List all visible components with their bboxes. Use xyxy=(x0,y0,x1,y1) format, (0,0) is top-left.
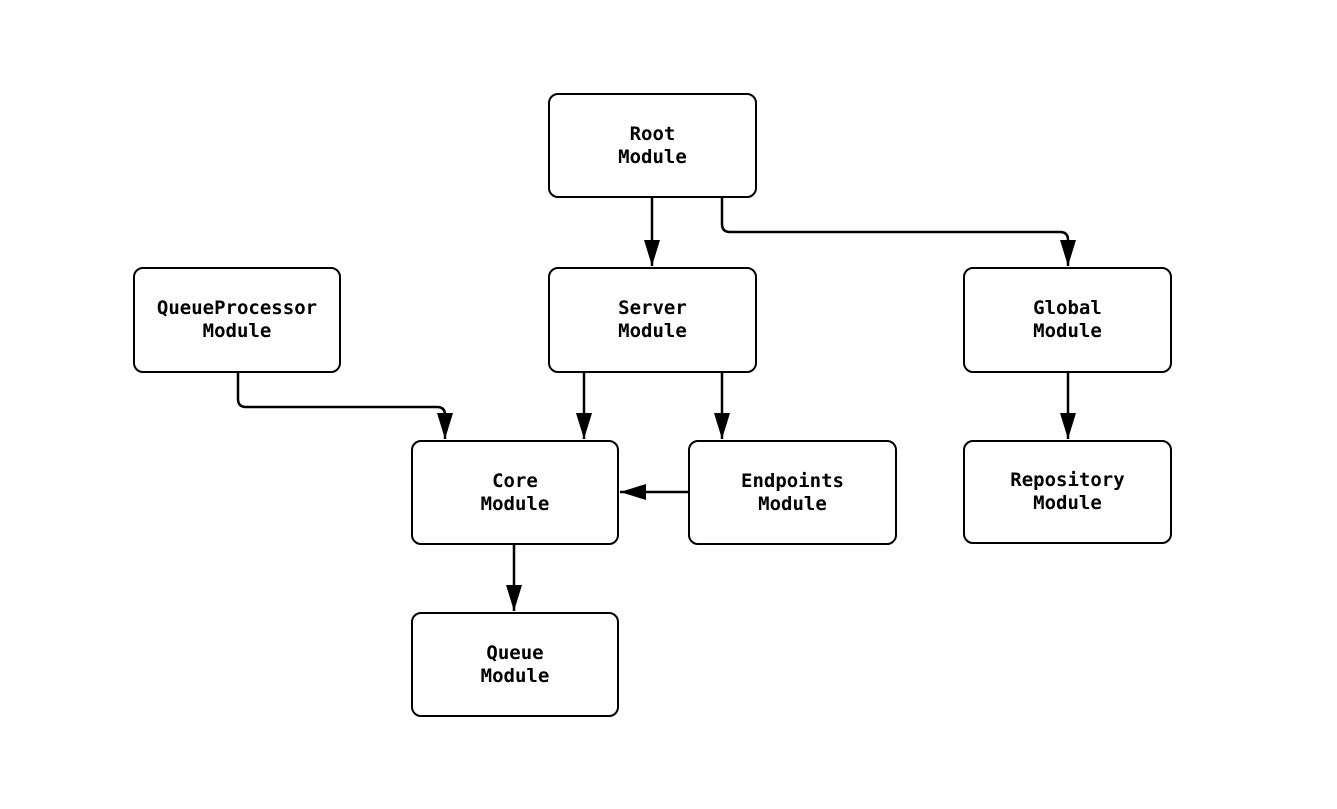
node-global-module: Global Module xyxy=(963,267,1172,373)
edge-queueprocessor-to-core xyxy=(236,372,453,439)
node-label-line2: Module xyxy=(618,320,687,342)
node-label-line1: Global xyxy=(1033,297,1102,319)
node-label-line1: Queue xyxy=(486,641,544,664)
node-server-module: Server Module xyxy=(548,267,757,373)
node-repository-module: Repository Module xyxy=(963,440,1172,544)
node-core-module: Core Module xyxy=(411,440,619,545)
node-endpoints-module: Endpoints Module xyxy=(688,440,897,545)
node-label-line1: Repository xyxy=(1010,469,1125,491)
node-label-line2: Module xyxy=(618,145,687,168)
node-label: Global Module xyxy=(1033,297,1102,343)
node-label: QueueProcessor Module xyxy=(157,297,317,343)
node-label-line2: Module xyxy=(480,492,550,515)
node-label: Root Module xyxy=(618,123,687,169)
node-label-line2: Module xyxy=(480,664,550,687)
node-label-line2: Module xyxy=(1033,320,1102,342)
node-label-line1: Root xyxy=(629,122,676,145)
node-label: Endpoints Module xyxy=(741,470,844,516)
edge-root-to-global xyxy=(720,198,1076,266)
node-label: Server Module xyxy=(618,297,687,343)
node-label: Core Module xyxy=(481,470,550,516)
node-label-line2: Module xyxy=(758,492,827,515)
node-label-line2: Module xyxy=(202,320,272,342)
node-label-line1: Core xyxy=(492,469,538,492)
node-queue-module: Queue Module xyxy=(411,612,619,717)
node-label: Repository Module xyxy=(1010,469,1124,515)
node-label-line2: Module xyxy=(1033,492,1102,514)
node-label-line1: Server xyxy=(618,297,687,319)
node-label-line1: Endpoints xyxy=(741,469,844,492)
node-label-line1: QueueProcessor xyxy=(156,297,318,319)
node-queueprocessor-module: QueueProcessor Module xyxy=(133,267,341,373)
node-root-module: Root Module xyxy=(548,93,757,198)
node-label: Queue Module xyxy=(481,642,550,688)
